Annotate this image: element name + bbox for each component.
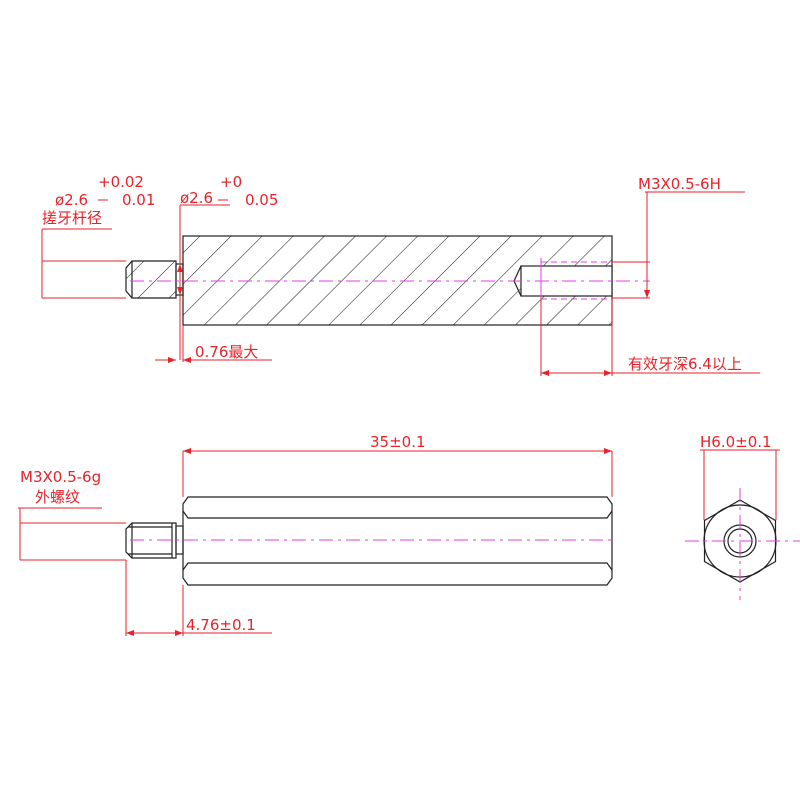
- dia1-tol-lower: 0.01: [122, 191, 155, 209]
- stud-section: [125, 260, 177, 299]
- stud-length: 4.76±0.1: [186, 616, 256, 634]
- dia2: ø2.6: [180, 189, 213, 207]
- hex-body: [182, 496, 613, 586]
- dia2-tol-upper: +0: [220, 173, 242, 191]
- thread-depth: 有效牙深6.4以上: [628, 355, 742, 373]
- thread-spec-external: M3X0.5-6g: [20, 468, 101, 486]
- thread-label: 外螺纹: [35, 488, 80, 506]
- dia2-tol-lower: 0.05: [245, 191, 278, 209]
- neck-length: 0.76最大: [195, 343, 258, 361]
- dia1-label: 搓牙杆径: [42, 209, 102, 227]
- thread-spec-internal: M3X0.5-6H: [638, 175, 721, 193]
- overall-length: 35±0.1: [370, 433, 426, 451]
- side-dimensions: 35±0.1 M3X0.5-6g 外螺纹 4.76±0.1: [18, 433, 613, 636]
- section-dimensions: 搓牙杆径 ø2.6 +0.02 0.01 ø2.6 +0 0.05 0.76最大…: [41, 173, 760, 376]
- dia1-tol-upper: +0.02: [98, 173, 144, 191]
- side-view: [125, 496, 613, 586]
- section-view: [125, 235, 650, 326]
- dia1: ø2.6: [55, 191, 88, 209]
- end-view: H6.0±0.1: [685, 433, 800, 600]
- hex-size: H6.0±0.1: [700, 433, 772, 451]
